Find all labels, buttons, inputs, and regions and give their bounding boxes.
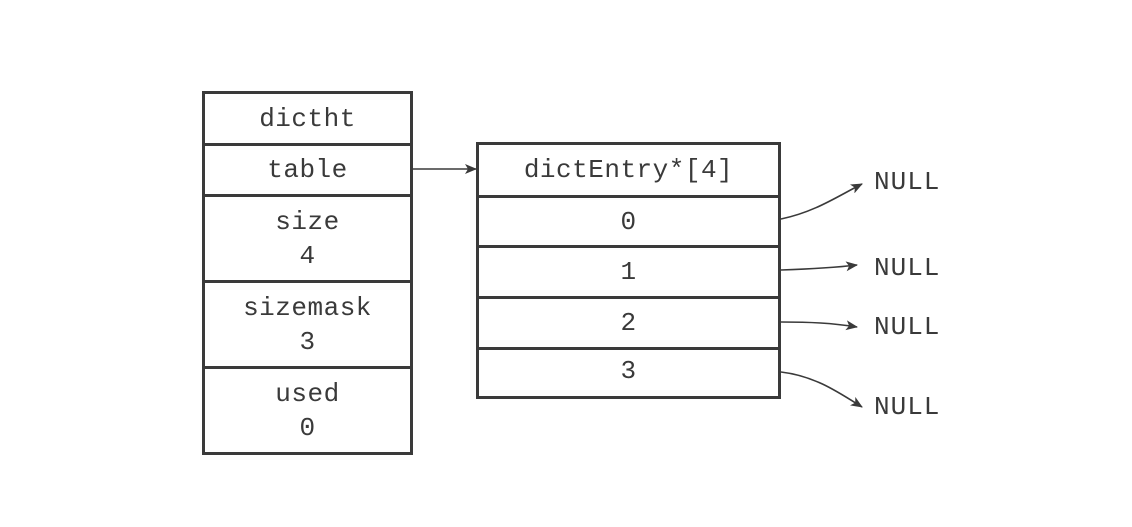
entry-slot-2: 2	[479, 299, 778, 350]
entry-slot-0: 0	[479, 198, 778, 248]
used-field-label: used	[275, 378, 340, 409]
slot-3-to-null-arrow	[780, 371, 863, 408]
entry-slot-2-index: 2	[620, 308, 637, 338]
used-field-cell: used 0	[205, 369, 410, 452]
table-field-cell: table	[205, 146, 410, 197]
dictht-struct: dictht table size 4 sizemask 3 used 0	[202, 91, 413, 455]
entry-slot-1-index: 1	[620, 257, 637, 287]
entry-slot-3-index: 3	[620, 356, 637, 386]
dictht-title-cell: dictht	[205, 94, 410, 146]
used-field-value: 0	[299, 412, 316, 443]
null-label-2: NULL	[874, 312, 941, 342]
table-field-label: table	[267, 155, 348, 185]
slot-1-to-null-arrow	[780, 261, 858, 272]
dict-entry-array-title-cell: dictEntry*[4]	[479, 145, 778, 198]
null-label-1: NULL	[874, 253, 941, 283]
sizemask-field-value: 3	[299, 326, 316, 357]
null-label-3: NULL	[874, 392, 941, 422]
slot-2-to-null-arrow	[780, 320, 858, 331]
sizemask-field-label: sizemask	[243, 292, 372, 323]
entry-slot-3: 3	[479, 350, 778, 396]
entry-slot-0-index: 0	[620, 206, 637, 237]
entry-slot-1: 1	[479, 248, 778, 299]
null-label-0: NULL	[874, 167, 941, 197]
dictht-title: dictht	[259, 103, 356, 134]
sizemask-field-cell: sizemask 3	[205, 283, 410, 369]
dict-entry-array-title: dictEntry*[4]	[523, 155, 734, 185]
slot-0-to-null-arrow	[780, 183, 863, 220]
dict-entry-array: dictEntry*[4] 0 1 2 3	[476, 142, 781, 399]
size-field-cell: size 4	[205, 197, 410, 283]
size-field-value: 4	[299, 240, 316, 271]
size-field-label: size	[275, 206, 340, 237]
